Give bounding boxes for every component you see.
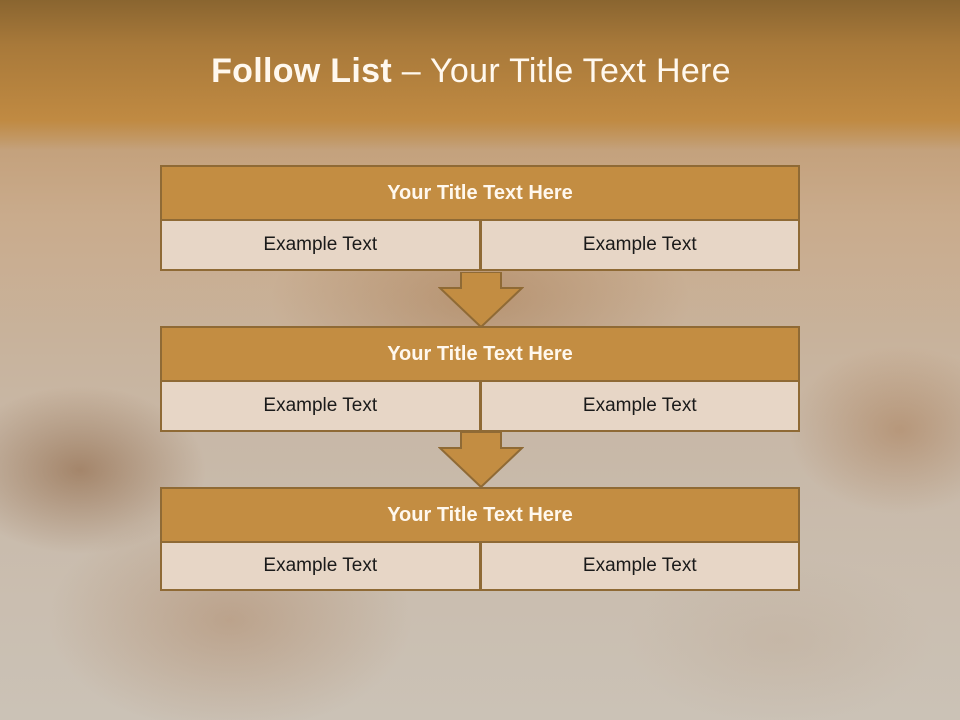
block-cell-left: Example Text bbox=[160, 221, 481, 271]
list-block-3: Your Title Text Here Example Text Exampl… bbox=[160, 487, 800, 591]
slide-title-rest: – Your Title Text Here bbox=[391, 52, 731, 90]
block-cell-right: Example Text bbox=[480, 543, 800, 591]
block-cell-right: Example Text bbox=[480, 382, 800, 432]
list-block-2: Your Title Text Here Example Text Exampl… bbox=[160, 326, 800, 432]
block-row: Example Text Example Text bbox=[160, 543, 800, 591]
down-arrow-icon bbox=[438, 432, 524, 488]
block-title: Your Title Text Here bbox=[160, 326, 800, 382]
block-cell-left: Example Text bbox=[160, 543, 481, 591]
down-arrow-icon bbox=[438, 272, 524, 328]
block-title: Your Title Text Here bbox=[160, 487, 800, 543]
slide-title: Follow List – Your Title Text Here bbox=[0, 52, 942, 91]
block-row: Example Text Example Text bbox=[160, 221, 800, 271]
block-cell-right: Example Text bbox=[480, 221, 800, 271]
list-block-1: Your Title Text Here Example Text Exampl… bbox=[160, 165, 800, 271]
block-title: Your Title Text Here bbox=[160, 165, 800, 221]
block-cell-left: Example Text bbox=[160, 382, 481, 432]
header-band bbox=[0, 0, 960, 150]
block-row: Example Text Example Text bbox=[160, 382, 800, 432]
slide-title-bold: Follow List bbox=[211, 52, 392, 90]
